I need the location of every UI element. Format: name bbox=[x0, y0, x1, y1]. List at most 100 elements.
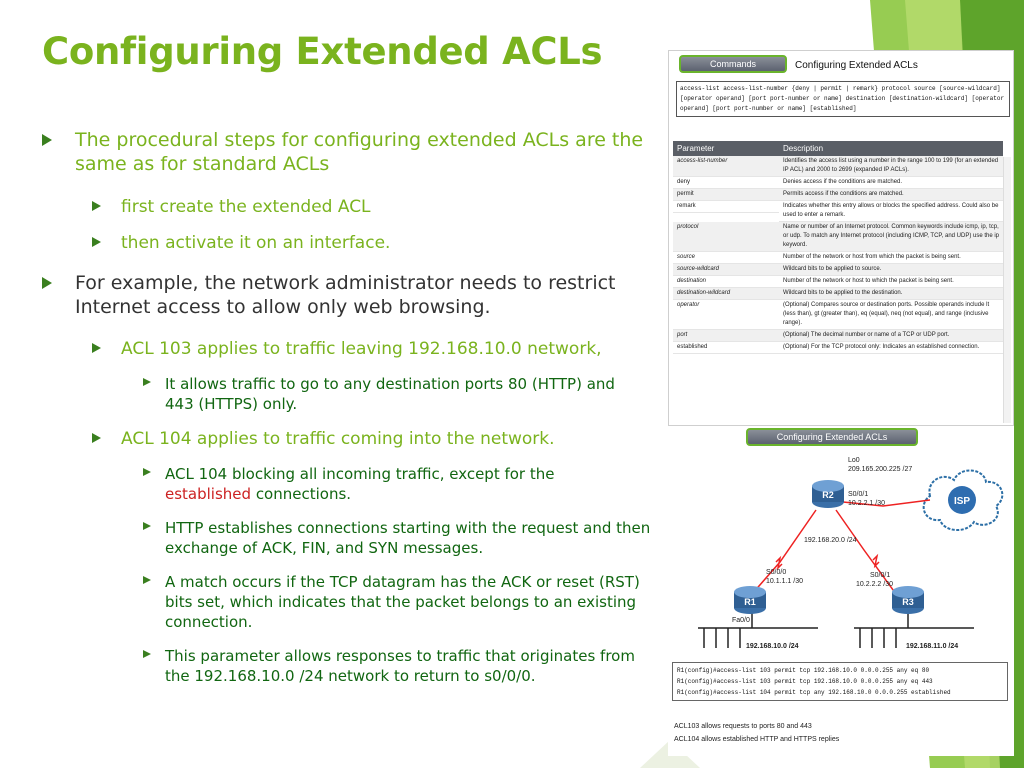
lo0-label: Lo0 bbox=[848, 457, 860, 464]
param-desc: Indicates whether this entry allows or b… bbox=[779, 200, 1003, 222]
link-r2-r3 bbox=[835, 509, 897, 595]
serial-link-icon bbox=[872, 553, 880, 569]
commands-tab-button[interactable]: Commands bbox=[679, 55, 787, 73]
param-desc: Number of the network or host to which t… bbox=[779, 275, 1003, 288]
network-topology: ISP R2 R1 bbox=[698, 457, 1004, 650]
router-r1-label: R1 bbox=[744, 597, 756, 607]
bullet-arrow-icon bbox=[92, 201, 101, 211]
table-scrollbar[interactable] bbox=[1003, 157, 1011, 423]
syntax-line: operand] [port port-number or name] [est… bbox=[680, 105, 857, 112]
table-row: port(Optional) The decimal number or nam… bbox=[673, 329, 1003, 342]
router-r2-label: R2 bbox=[822, 490, 834, 500]
table-header-description: Description bbox=[779, 141, 1003, 156]
bullet-arrow-icon bbox=[92, 237, 101, 247]
bullet-item: ACL 103 applies to traffic leaving 192.1… bbox=[92, 338, 672, 360]
syntax-line: [operator operand] [port port-number or … bbox=[680, 95, 1005, 102]
bullet-text: ACL 104 blocking all incoming traffic, e… bbox=[165, 465, 555, 503]
bullet-text: This parameter allows responses to traff… bbox=[165, 647, 635, 685]
bullet-arrow-icon bbox=[143, 378, 151, 386]
topology-panel: Configuring Extended ACLs ISP R2 bbox=[668, 426, 1014, 756]
router-r2-icon[interactable]: R2 bbox=[812, 480, 844, 508]
syntax-line: access-list access-list-number {deny | p… bbox=[680, 85, 1001, 92]
param-desc: Denies access if the conditions are matc… bbox=[779, 176, 1003, 189]
param-name: operator bbox=[673, 299, 779, 330]
param-name: access-list-number bbox=[673, 156, 779, 177]
r3-s001-ip: 10.2.2.2 /30 bbox=[856, 581, 893, 588]
slide-title: Configuring Extended ACLs bbox=[42, 30, 603, 73]
param-name: deny bbox=[673, 177, 779, 189]
bullet-text: The procedural steps for configuring ext… bbox=[75, 129, 644, 175]
bullet-text: HTTP establishes connections starting wi… bbox=[165, 519, 651, 557]
established-keyword: established bbox=[165, 485, 252, 503]
commands-panel: Commands Configuring Extended ACLs acces… bbox=[668, 50, 1014, 426]
bullet-arrow-icon bbox=[143, 650, 151, 658]
param-name: remark bbox=[673, 201, 779, 213]
param-name: established bbox=[673, 342, 779, 354]
config-line: R1(config)#access-list 103 permit tcp 19… bbox=[677, 678, 933, 685]
caption-line: ACL103 allows requests to ports 80 and 4… bbox=[674, 723, 812, 730]
bullet-item: This parameter allows responses to traff… bbox=[143, 646, 648, 686]
param-desc: (Optional) Compares source or destinatio… bbox=[779, 299, 1003, 330]
bullet-text: ACL 104 applies to traffic coming into t… bbox=[121, 429, 555, 449]
isp-label: ISP bbox=[954, 496, 970, 507]
fa00-label: Fa0/0 bbox=[732, 617, 750, 624]
r3-s001-label: S0/0/1 bbox=[870, 572, 890, 579]
config-code-block: R1(config)#access-list 103 permit tcp 19… bbox=[672, 662, 1008, 701]
param-name: permit bbox=[673, 188, 779, 201]
router-r3-icon[interactable]: R3 bbox=[892, 586, 924, 614]
bullet-arrow-icon bbox=[42, 134, 52, 146]
bullet-item: first create the extended ACL bbox=[92, 196, 632, 218]
r1-s000-label: S0/0/0 bbox=[766, 569, 786, 576]
command-syntax: access-list access-list-number {deny | p… bbox=[676, 81, 1010, 117]
bullet-text: then activate it on an interface. bbox=[121, 233, 391, 253]
param-name: protocol bbox=[673, 221, 779, 252]
param-desc: Permits access if the conditions are mat… bbox=[779, 188, 1003, 201]
r2-s001-ip: 10.2.2.1 /30 bbox=[848, 500, 885, 507]
param-desc: Wildcard bits to be applied to the desti… bbox=[779, 287, 1003, 300]
param-desc: Identifies the access list using a numbe… bbox=[779, 156, 1003, 177]
bullet-arrow-icon bbox=[92, 343, 101, 353]
bullet-arrow-icon bbox=[143, 522, 151, 530]
r1-s000-ip: 10.1.1.1 /30 bbox=[766, 578, 803, 585]
param-desc: (Optional) The decimal number or name of… bbox=[779, 329, 1003, 342]
router-r3-label: R3 bbox=[902, 597, 914, 607]
parameter-table: Parameter Description access-list-number… bbox=[673, 141, 1003, 354]
table-row: established(Optional) For the TCP protoc… bbox=[673, 341, 1003, 354]
r2-s001-label: S0/0/1 bbox=[848, 491, 868, 498]
commands-panel-title: Configuring Extended ACLs bbox=[795, 60, 918, 71]
bullet-item: It allows traffic to go to any destinati… bbox=[143, 374, 643, 414]
isp-cloud-icon: ISP bbox=[922, 469, 1004, 531]
topology-caption: ACL103 allows requests to ports 80 and 4… bbox=[674, 720, 839, 746]
param-desc: Name or number of an Internet protocol. … bbox=[779, 221, 1003, 252]
param-name: destination-wildcard bbox=[673, 287, 779, 300]
param-name: source bbox=[673, 251, 779, 264]
bullet-text: It allows traffic to go to any destinati… bbox=[165, 375, 615, 413]
topology-tab-button[interactable]: Configuring Extended ACLs bbox=[746, 428, 918, 446]
router-r1-icon[interactable]: R1 bbox=[734, 586, 766, 614]
param-name: source-wildcard bbox=[673, 263, 779, 276]
bullet-text: ACL 103 applies to traffic leaving 192.1… bbox=[121, 339, 602, 359]
bullet-text: first create the extended ACL bbox=[121, 197, 371, 217]
param-name: destination bbox=[673, 275, 779, 288]
bullet-item: HTTP establishes connections starting wi… bbox=[143, 518, 665, 558]
lo0-ip: 209.165.200.225 /27 bbox=[848, 466, 912, 473]
param-name: port bbox=[673, 329, 779, 342]
bullet-arrow-icon bbox=[42, 277, 52, 289]
bullet-item: ACL 104 blocking all incoming traffic, e… bbox=[143, 464, 643, 504]
bullet-item: For example, the network administrator n… bbox=[42, 271, 652, 319]
link-network-label: 192.168.20.0 /24 bbox=[804, 537, 857, 544]
bullet-item: ACL 104 applies to traffic coming into t… bbox=[92, 428, 632, 450]
bullet-text: For example, the network administrator n… bbox=[75, 272, 616, 318]
bullet-text: A match occurs if the TCP datagram has t… bbox=[165, 573, 640, 631]
table-header-parameter: Parameter bbox=[673, 141, 779, 156]
lan1-label: 192.168.10.0 /24 bbox=[746, 643, 799, 650]
bullet-arrow-icon bbox=[92, 433, 101, 443]
